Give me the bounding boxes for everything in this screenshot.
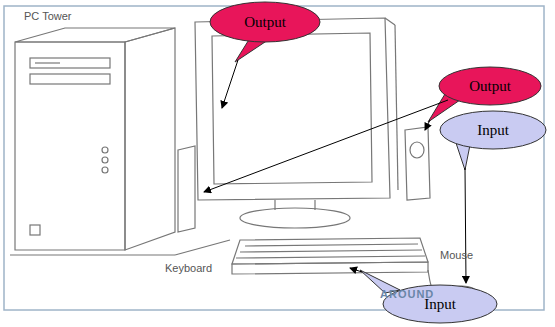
- leader-lines: [204, 60, 466, 283]
- callout-bubble: Output: [209, 1, 321, 43]
- frame: [4, 6, 544, 310]
- part-label: Mouse: [440, 249, 473, 261]
- callout-bubble: Input: [439, 110, 547, 150]
- part-label: PC Tower: [24, 10, 71, 22]
- callout-text: Input: [477, 122, 509, 139]
- computer-drawing: [10, 18, 477, 300]
- part-label: Keyboard: [165, 262, 212, 274]
- callout-bubble: Output: [438, 66, 542, 106]
- callout-text: Output: [244, 14, 286, 31]
- callout-text: Output: [469, 78, 511, 95]
- watermark: AROUND: [380, 288, 434, 300]
